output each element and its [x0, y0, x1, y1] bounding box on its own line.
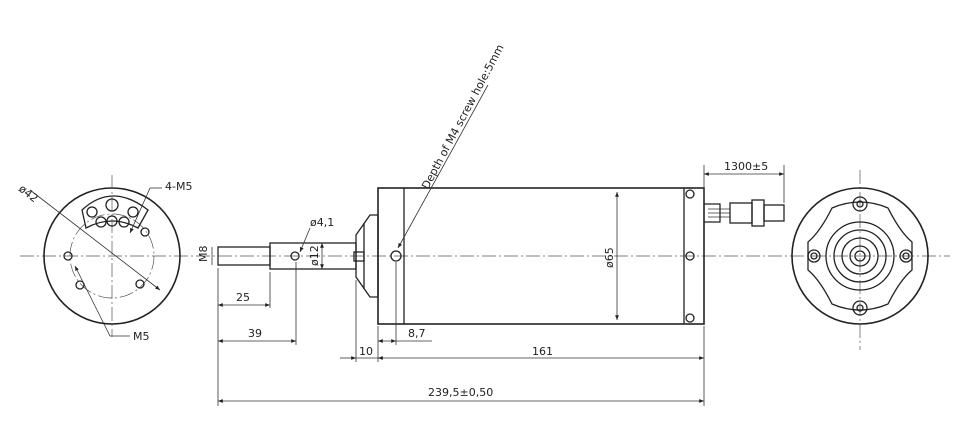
- label-4-m5: 4-M5: [165, 180, 192, 193]
- label-m5: M5: [133, 330, 150, 343]
- dimension-lines: [217, 165, 785, 406]
- label-screw-note: Depth of M4 screw hole:5mm: [419, 42, 507, 191]
- label-d65: ø65: [603, 247, 616, 268]
- front-end-view: [29, 175, 181, 337]
- label-d4-1: ø4,1: [310, 216, 334, 229]
- label-8-7: 8,7: [408, 327, 426, 340]
- label-161: 161: [532, 345, 553, 358]
- side-view: [211, 187, 785, 325]
- label-39: 39: [248, 327, 262, 340]
- label-10: 10: [359, 345, 373, 358]
- rear-end-view: [791, 170, 929, 350]
- label-d12: ø12: [308, 245, 321, 266]
- label-d42: ø42: [16, 182, 40, 205]
- label-cable-length: 1300±5: [724, 160, 768, 173]
- label-25: 25: [236, 291, 250, 304]
- screw-note-leader: [397, 84, 489, 249]
- label-total-length: 239,5±0,50: [428, 386, 493, 399]
- label-m8: M8: [197, 246, 210, 263]
